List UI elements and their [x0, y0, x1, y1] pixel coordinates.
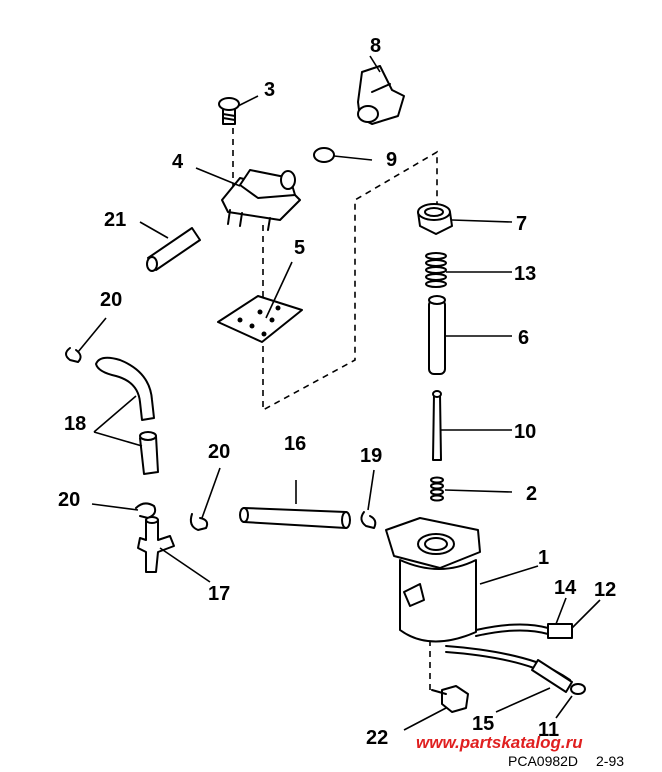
label-5: 5 — [294, 237, 305, 259]
label-16: 16 — [284, 433, 306, 455]
elbow-fitting-part-8 — [357, 65, 405, 125]
spring-part-13 — [425, 252, 447, 288]
cover-part-4 — [221, 169, 301, 231]
drawing-code: PCA0982D — [508, 753, 578, 769]
clip-part-20-center — [189, 513, 209, 531]
label-2: 2 — [526, 483, 537, 505]
label-19: 19 — [360, 445, 382, 467]
pump-body-part-1 — [385, 517, 481, 643]
label-10: 10 — [514, 421, 536, 443]
o-ring-part-9 — [313, 147, 335, 163]
label-17: 17 — [208, 583, 230, 605]
label-20-center: 20 — [208, 441, 230, 463]
label-7: 7 — [516, 213, 527, 235]
spring-part-2 — [430, 476, 444, 502]
clip-part-20-lower-left — [135, 502, 157, 519]
bolt-part-22 — [431, 685, 469, 713]
wire-leads — [445, 623, 586, 695]
tee-fitting-part-17 — [137, 516, 175, 573]
label-20-lower-left: 20 — [58, 489, 80, 511]
label-15: 15 — [472, 713, 494, 735]
label-21: 21 — [104, 209, 126, 231]
watermark: www.partskatalog.ru — [416, 733, 583, 752]
label-4: 4 — [172, 151, 184, 173]
label-20-upper: 20 — [100, 289, 122, 311]
nut-part-7 — [417, 203, 453, 235]
label-6: 6 — [518, 327, 529, 349]
label-14: 14 — [554, 577, 577, 599]
diaphragm-part-5 — [217, 295, 303, 343]
label-12: 12 — [594, 579, 616, 601]
clip-part-20-upper — [65, 347, 82, 363]
hose-part-18 — [95, 356, 159, 475]
label-8: 8 — [370, 35, 381, 57]
footer: www.partskatalog.ru PCA0982D 2-93 — [416, 733, 624, 769]
tube-part-6 — [428, 295, 446, 375]
part-number-labels: 3 8 9 4 21 5 7 13 6 10 2 20 18 20 20 16 … — [58, 35, 616, 749]
label-22: 22 — [366, 727, 388, 749]
clip-part-19 — [360, 511, 377, 529]
label-1: 1 — [538, 547, 549, 569]
pin-part-10 — [432, 390, 442, 461]
label-9: 9 — [386, 149, 397, 171]
hose-part-21 — [146, 227, 201, 272]
label-3: 3 — [264, 79, 275, 101]
label-18: 18 — [64, 413, 86, 435]
hose-part-16 — [239, 507, 351, 529]
screw-part-3 — [218, 97, 240, 125]
leader-lines — [77, 55, 601, 731]
label-13: 13 — [514, 263, 536, 285]
label-11: 11 — [538, 719, 559, 741]
assembly-guide-lines — [232, 128, 438, 690]
drawing-date: 2-93 — [596, 753, 624, 769]
